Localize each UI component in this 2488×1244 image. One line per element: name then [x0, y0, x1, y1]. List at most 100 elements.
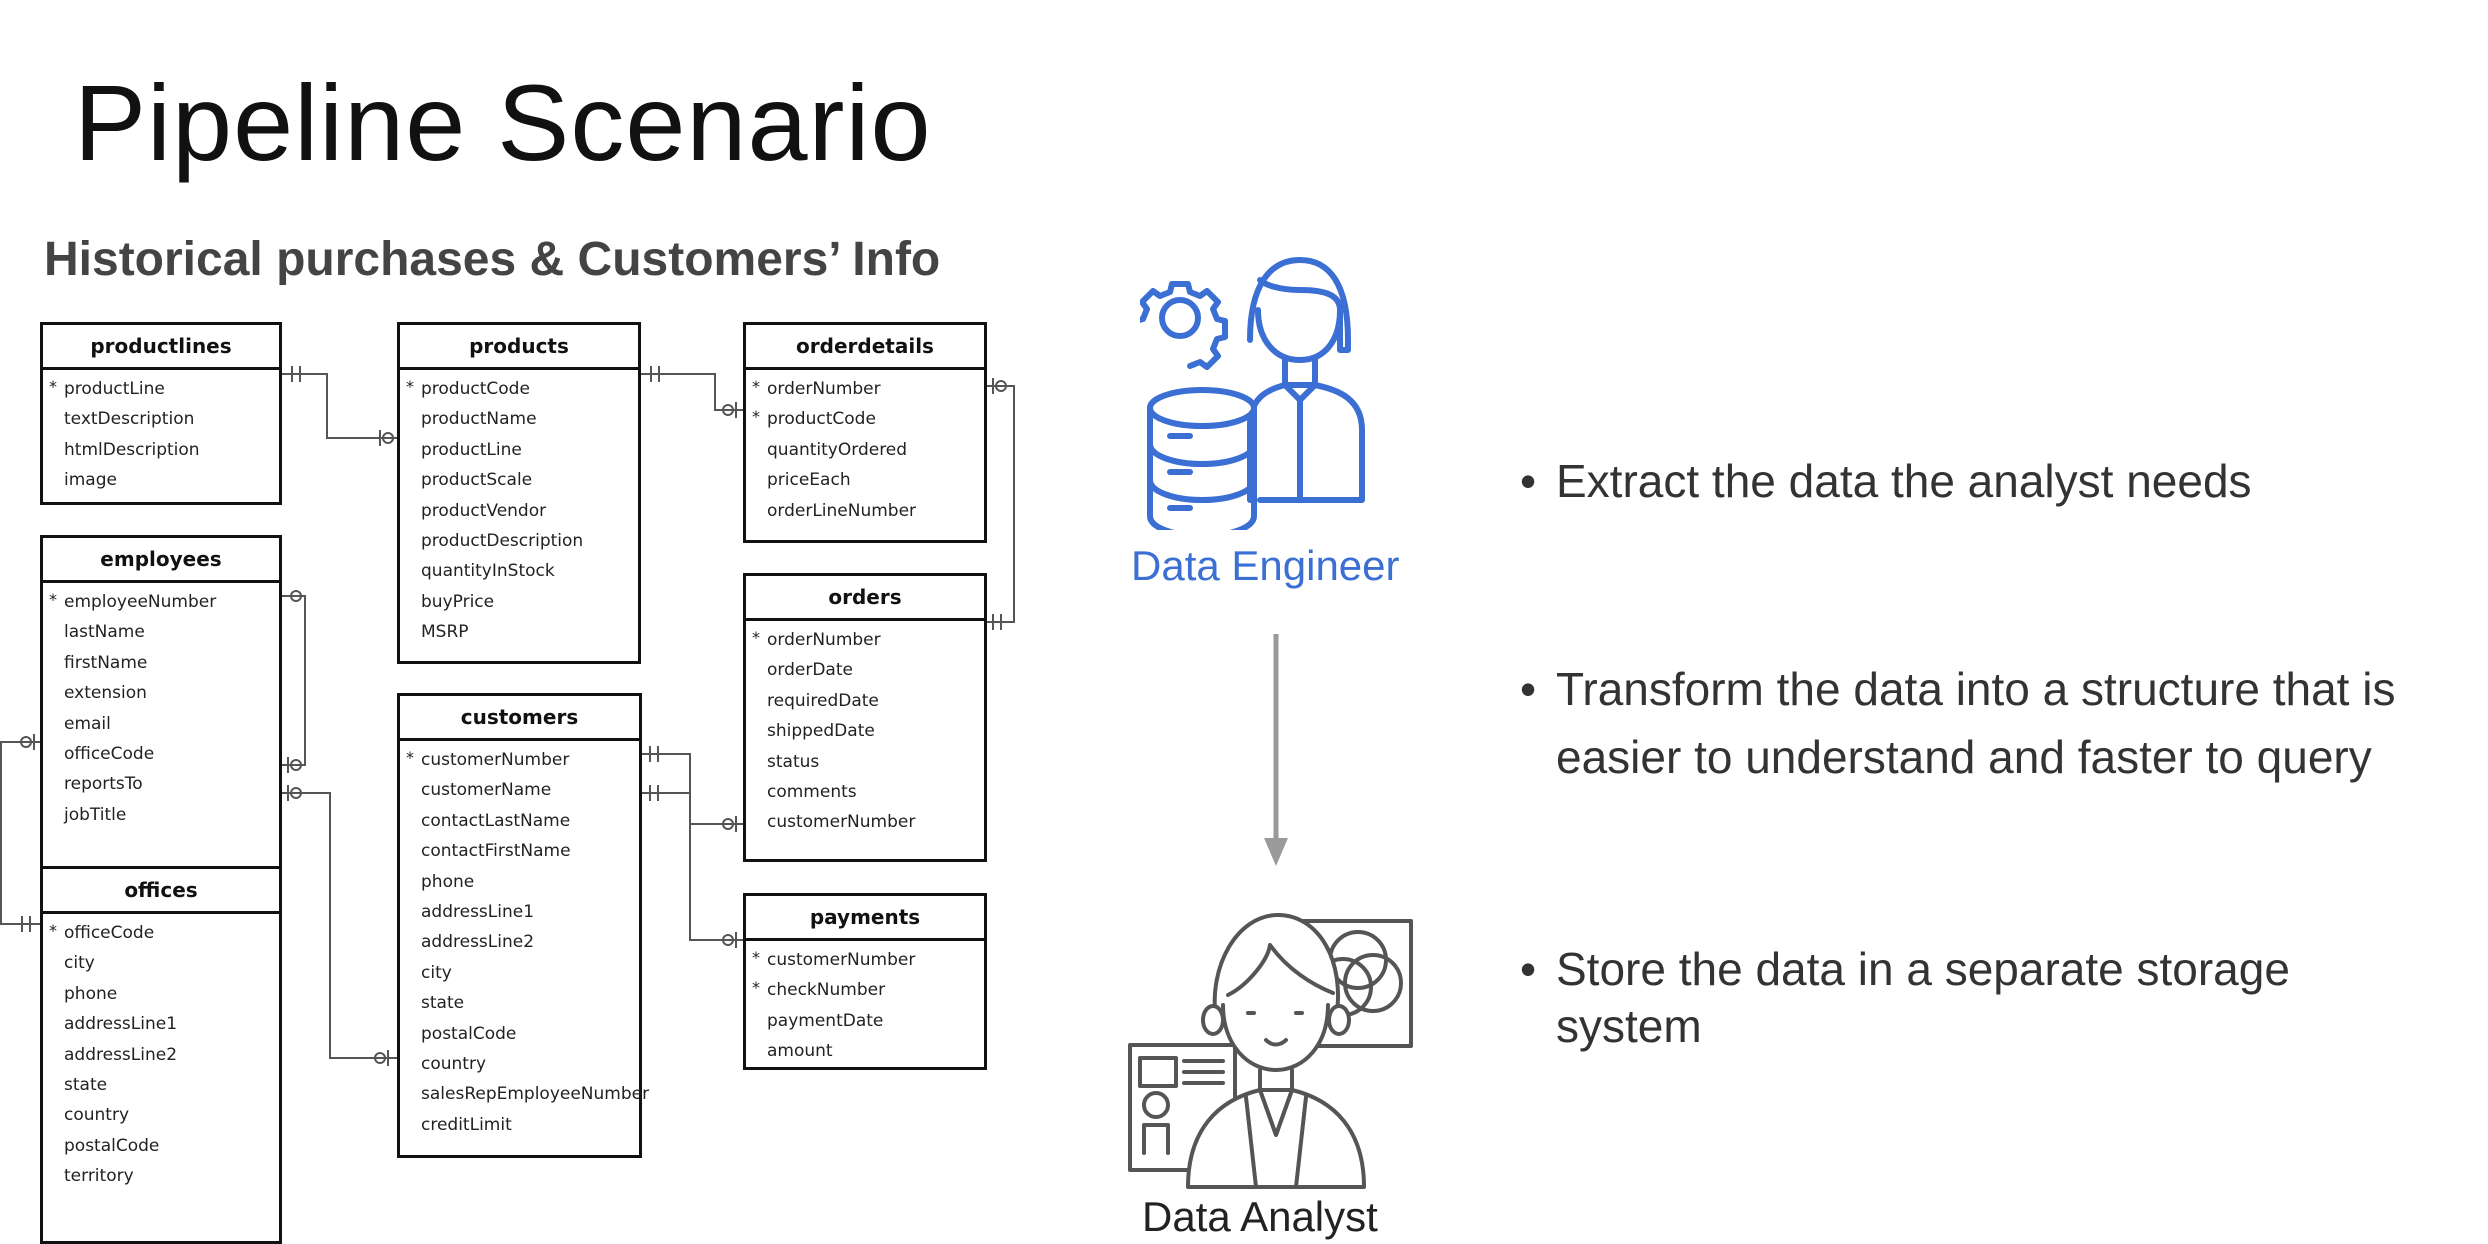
field-name: paymentDate [767, 1010, 884, 1031]
primary-key-marker: * [752, 948, 760, 967]
field-name: email [64, 713, 111, 734]
field-name: productLine [421, 439, 522, 460]
relation-offices-employees [0, 741, 40, 925]
field-name: priceEach [767, 470, 851, 491]
table-field: priceEach [746, 465, 984, 495]
field-name: orderLineNumber [767, 500, 917, 521]
table-field: lastName [43, 617, 279, 647]
data-engineer-icon [1140, 257, 1365, 530]
table-name: customers [400, 696, 639, 741]
table-field: *productCode [400, 374, 638, 404]
primary-key-marker: * [406, 748, 414, 767]
table-field: orderLineNumber [746, 496, 984, 526]
table-field: country [43, 1100, 279, 1130]
table-field: productLine [400, 435, 638, 465]
data-analyst-label: Data Analyst [1142, 1193, 1378, 1240]
table-field: addressLine2 [400, 927, 639, 957]
bullet-transform: • Transform the data into a structure th… [1520, 655, 2460, 795]
field-name: phone [421, 871, 475, 892]
table-field: amount [746, 1036, 984, 1066]
field-name: productVendor [421, 500, 547, 521]
field-name: addressLine2 [421, 932, 535, 953]
table-name: payments [746, 896, 984, 941]
table-field: *officeCode [43, 918, 279, 948]
table-field: addressLine2 [43, 1040, 279, 1070]
slide-subtitle: Historical purchases & Customers’ Info [44, 233, 941, 286]
primary-key-marker: * [752, 628, 760, 647]
table-field: requiredDate [746, 686, 984, 716]
bullet-line: Store the data in a separate storage [1556, 943, 2290, 995]
table-field: city [43, 948, 279, 978]
bullet-store: • Store the data in a separate storage s… [1520, 941, 2420, 1061]
field-name: productName [421, 409, 537, 430]
data-engineer-label: Data Engineer [1131, 542, 1400, 589]
table-field: phone [400, 867, 639, 897]
table-field: customerName [400, 775, 639, 805]
relation-customers-orders [642, 753, 743, 825]
field-name: amount [767, 1041, 833, 1062]
field-name: quantityInStock [421, 561, 555, 582]
table-field: *productCode [746, 404, 984, 434]
table-field: paymentDate [746, 1006, 984, 1036]
table-field: reportsTo [43, 769, 279, 799]
field-name: city [64, 953, 95, 974]
bullet-marker: • [1520, 663, 1537, 715]
table-field: customerNumber [746, 807, 984, 837]
field-name: productLine [64, 379, 165, 399]
table-field: territory [43, 1161, 279, 1191]
table-field: image [43, 465, 279, 495]
field-name: territory [64, 1166, 134, 1187]
data-analyst-icon [1128, 913, 1413, 1189]
table-field: MSRP [400, 617, 638, 647]
field-name: postalCode [421, 1023, 517, 1044]
field-name: customerName [421, 780, 552, 801]
table-field: productName [400, 404, 638, 434]
table-field: extension [43, 678, 279, 708]
field-name: MSRP [421, 622, 469, 643]
relation-customers-payments [642, 792, 743, 941]
table-field: salesRepEmployeeNumber [400, 1079, 649, 1109]
table-field: email [43, 709, 279, 739]
primary-key-marker: * [49, 377, 57, 396]
field-name: creditLimit [421, 1114, 512, 1135]
primary-key-marker: * [752, 978, 760, 998]
field-name: country [421, 1053, 487, 1074]
table-field: *orderNumber [746, 374, 984, 404]
field-name: country [64, 1105, 130, 1126]
field-name: orderDate [767, 660, 853, 681]
field-name: lastName [64, 622, 145, 643]
bullet-extract: • Extract the data the analyst needs [1520, 447, 2420, 517]
table-fields: *productCode productName productLine produc… [400, 370, 638, 661]
table-field: shippedDate [746, 716, 984, 746]
field-name: state [421, 993, 465, 1014]
field-name: productScale [421, 470, 533, 491]
table-field: productDescription [400, 526, 638, 556]
field-name: buyPrice [421, 591, 495, 612]
bullet-marker: • [1520, 455, 1537, 507]
table-field: *orderNumber [746, 625, 984, 655]
table-field: state [43, 1070, 279, 1100]
field-name: extension [64, 683, 147, 704]
table-name: employees [43, 538, 279, 583]
table-field: phone [43, 979, 279, 1009]
field-name: state [64, 1074, 108, 1095]
table-field: productScale [400, 465, 638, 495]
field-name: productCode [767, 409, 876, 430]
bullet-line: Transform the data into a structure that… [1556, 663, 2396, 715]
field-name: salesRepEmployeeNumber [421, 1084, 650, 1105]
field-name: firstName [64, 652, 148, 673]
table-field: contactFirstName [400, 836, 639, 866]
field-name: textDescription [64, 409, 195, 430]
table-name: products [400, 325, 638, 370]
field-name: image [64, 470, 117, 491]
table-name: orders [746, 576, 984, 621]
field-name: customerNumber [767, 950, 916, 970]
